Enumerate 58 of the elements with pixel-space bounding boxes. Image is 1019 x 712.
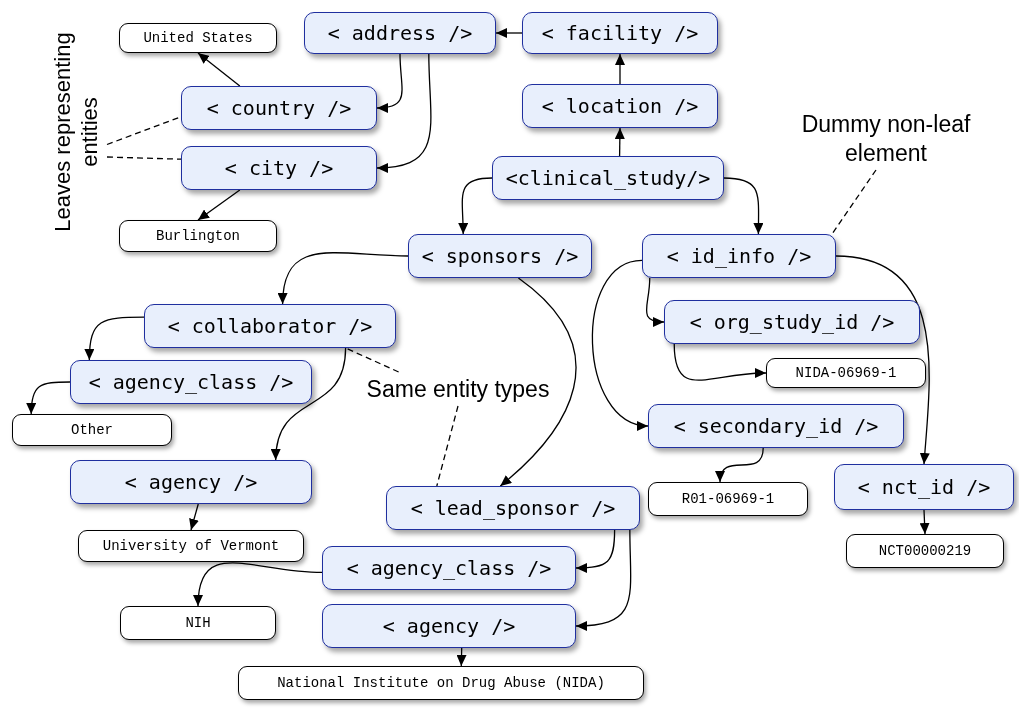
leader-line — [831, 169, 877, 235]
annotation-text: Same entity types — [352, 372, 564, 406]
element-tag-box: < org_study_id /> — [664, 300, 920, 344]
element-tag-box: < id_info /> — [642, 234, 836, 278]
arrow — [495, 28, 523, 38]
element-tag-box: < facility /> — [522, 12, 718, 54]
arrow — [197, 189, 241, 221]
element-tag-box: < secondary_id /> — [648, 404, 904, 448]
element-tag-box: < nct_id /> — [834, 464, 1014, 510]
element-tag-box: < country /> — [181, 86, 377, 130]
leader-line — [344, 347, 400, 373]
arrow — [835, 255, 930, 465]
arrow — [189, 503, 199, 531]
annotation-text: Leaves representing entities — [45, 7, 107, 257]
element-tag-box: < agency /> — [70, 460, 312, 504]
arrow — [645, 277, 665, 327]
arrow — [376, 53, 403, 113]
leaf-value-box: R01-06969-1 — [648, 482, 808, 516]
arrow — [197, 52, 241, 87]
arrow — [614, 127, 625, 157]
element-tag-box: < agency /> — [322, 604, 576, 648]
arrow — [716, 447, 764, 483]
leaf-value-box: NIDA-06969-1 — [766, 358, 926, 388]
element-tag-box: < agency_class /> — [70, 360, 312, 404]
arrow — [456, 647, 467, 667]
arrow — [575, 529, 632, 631]
arrow — [84, 316, 145, 361]
element-tag-box: < city /> — [181, 146, 377, 190]
arrow — [193, 562, 323, 607]
arrow — [673, 343, 767, 381]
arrow — [376, 53, 432, 173]
arrow — [499, 277, 577, 487]
element-tag-box: < agency_class /> — [322, 546, 576, 590]
leaf-value-box: NCT00000219 — [846, 534, 1004, 568]
leaf-value-box: Other — [12, 414, 172, 446]
leaf-value-box: National Institute on Drug Abuse (NIDA) — [238, 666, 644, 700]
element-tag-box: < collaborator /> — [144, 304, 396, 348]
arrow — [919, 509, 930, 535]
leaf-value-box: United States — [119, 23, 277, 53]
arrow — [723, 177, 764, 235]
arrow — [271, 347, 347, 461]
arrow — [615, 53, 625, 85]
element-tag-box: < sponsors /> — [408, 234, 592, 278]
leader-line — [436, 405, 459, 487]
leaf-value-box: NIH — [120, 606, 276, 640]
leaf-value-box: Burlington — [119, 220, 277, 252]
element-tag-box: < location /> — [522, 84, 718, 128]
arrow — [278, 252, 409, 305]
element-tag-box: < address /> — [304, 12, 496, 54]
arrow — [575, 529, 616, 573]
element-tag-box: <clinical_study/> — [492, 156, 724, 200]
element-tag-box: < lead_sponsor /> — [386, 486, 640, 530]
leaf-value-box: University of Vermont — [78, 530, 304, 562]
arrow — [26, 381, 71, 415]
arrow — [458, 177, 493, 235]
arrow — [591, 259, 649, 429]
leader-line — [106, 156, 182, 160]
annotation-text: Dummy non-leaf element — [786, 108, 986, 170]
